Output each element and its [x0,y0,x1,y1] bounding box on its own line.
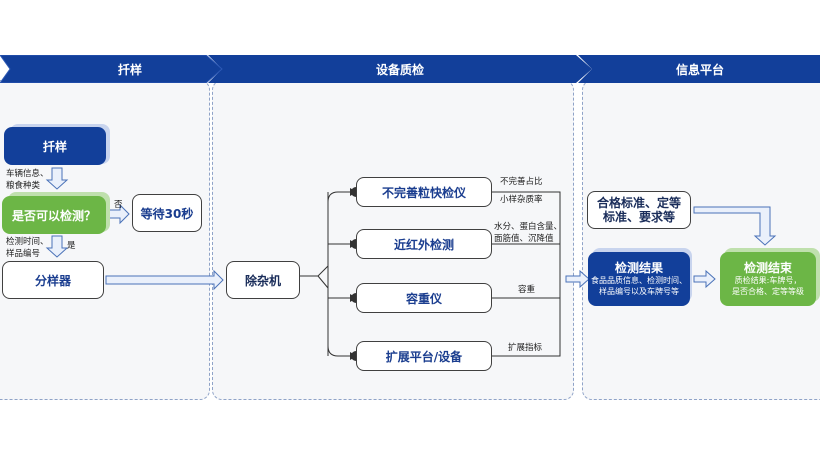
imperfect-grain-label: 不完善粒快检仪 [381,185,466,200]
small-impurity-text: 小样杂质率 [500,195,543,205]
bulk-weight-text: 容重 [518,285,536,295]
vehicle-info-line2: 粮食种类 [6,181,41,191]
test-time-line2: 样品编号 [6,249,41,259]
arrow-to-result [565,269,590,289]
imperfect-ratio-text: 不完善占比 [500,177,543,187]
nir-label: 近红外检测 [393,237,454,252]
bulk-weight-note: 容重 [518,284,535,296]
header-bar [0,55,820,83]
can-test-decision: 是否可以检测？ [2,196,106,234]
result-sub-line1: 食品品质信息、检测时间、 [591,276,687,285]
vehicle-info-note: 车辆信息、 粮食种类 [6,168,49,192]
ext-metrics-note: 扩展指标 [508,342,542,354]
tree-stem [300,265,329,277]
bulk-density-box: 容重仪 [356,283,492,313]
tree-branch-4 [327,345,357,360]
test-time-note: 检测时间、 样品编号 [6,236,49,260]
end-box: 检测结束 质检结果:车牌号， 是否合格、定等等级 [720,252,816,306]
no-text: 否 [114,200,123,210]
standards-line2: 标准、要求等 [602,210,675,224]
platform-panel [582,80,820,400]
arrow-down-2 [45,235,69,258]
header-platform: 信息平台 [640,56,760,82]
small-impurity-note: 小样杂质率 [500,194,543,206]
yes-label: 是 [67,240,76,252]
remove-impurity-label: 除杂机 [244,273,281,288]
moisture-note: 水分、蛋白含量、 面筋值、沉降值 [494,221,562,245]
arrow-right-divider [105,269,224,291]
can-test-label: 是否可以检测？ [11,208,96,223]
header-platform-label: 信息平台 [675,62,724,77]
arrow-down-1 [45,167,69,190]
test-time-line1: 检测时间、 [6,237,49,247]
moisture-line1: 水分、蛋白含量、 [494,222,563,232]
arrow-result-end [693,269,716,289]
end-sub-line2: 是否合格、定等等级 [732,287,804,296]
wait-box: 等待30秒 [132,194,202,232]
arrow-standards-end [693,206,777,246]
header-chevron-platform [578,55,820,83]
header-inspection-label: 设备质检 [375,62,424,77]
header-chevron-sampling [0,55,222,83]
vehicle-info-line1: 车辆信息、 [6,169,49,179]
ext-metrics-text: 扩展指标 [508,343,543,353]
sampling-box-label: 扦样 [42,139,67,154]
moisture-line2: 面筋值、沉降值 [494,234,554,244]
sampling-box: 扦样 [4,127,106,165]
result-sub-line2: 样品编号以及车牌号等 [599,287,679,296]
yes-text: 是 [67,241,76,251]
bulk-density-label: 容重仪 [405,291,442,306]
arrow-right-wait [107,203,130,225]
collector-4 [492,276,561,357]
divider-box: 分样器 [2,261,104,299]
divider-label: 分样器 [34,273,71,288]
collector-1 [492,191,561,276]
header-inspection: 设备质检 [320,56,480,82]
standards-line1: 合格标准、定等 [596,196,681,210]
end-sub-line1: 质检结果:车牌号， [734,276,802,285]
header-chevron-sampling-shade [0,55,223,83]
result-title: 检测结果 [614,261,663,275]
tree-stem2 [317,275,329,289]
nir-box: 近红外检测 [356,229,492,259]
header-sampling: 扦样 [60,56,200,82]
imperfect-grain-box: 不完善粒快检仪 [356,177,492,207]
end-title: 检测结束 [743,261,792,275]
imperfect-ratio-note: 不完善占比 [500,176,543,188]
extension-box: 扩展平台/设备 [356,341,492,371]
tree-branch-1 [327,188,357,203]
extension-label: 扩展平台/设备 [385,349,463,364]
header-chevron-inspection [208,55,592,83]
header-sampling-label: 扦样 [117,62,142,77]
standards-box: 合格标准、定等 标准、要求等 [587,191,691,229]
remove-impurity-box: 除杂机 [226,261,300,299]
no-label: 否 [114,199,123,211]
result-box: 检测结果 食品品质信息、检测时间、 样品编号以及车牌号等 [588,252,690,306]
wait-label: 等待30秒 [140,206,194,221]
